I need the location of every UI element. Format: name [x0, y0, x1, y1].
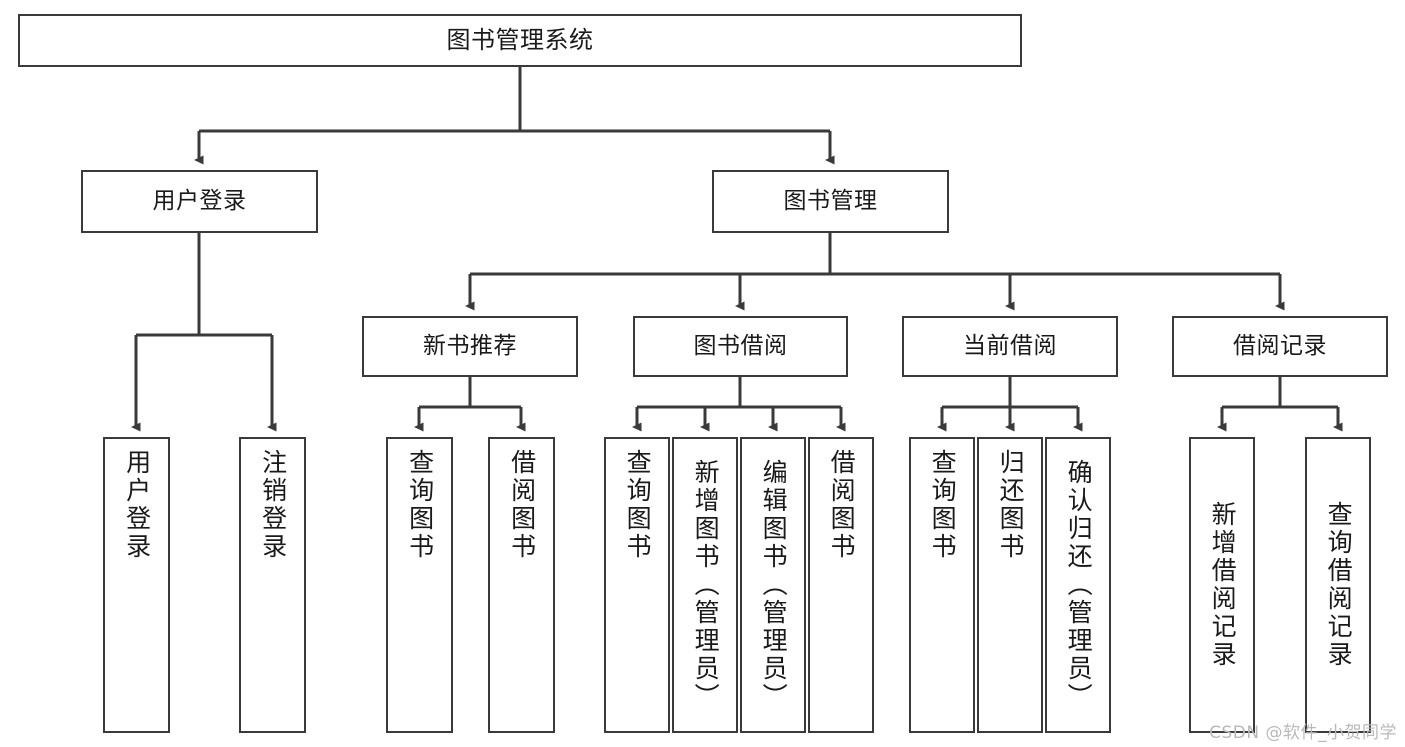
leaf-current-borrow-confirm-return-admin[interactable]: 确认归还（管理员） [1045, 437, 1111, 733]
leaf-borrow-record-query-record[interactable]: 查询借阅记录 [1305, 437, 1371, 733]
node-label: 归还图书 [996, 449, 1026, 561]
node-label: 当前借阅 [963, 332, 1057, 359]
leaf-user-login-logout[interactable]: 注销登录 [239, 437, 306, 733]
node-label: 新增借阅记录 [1208, 501, 1238, 669]
node-label: 注销登录 [258, 449, 288, 561]
leaf-book-borrow-query-book[interactable]: 查询图书 [604, 437, 670, 733]
node-label: 图书借阅 [693, 332, 788, 359]
node-new-book-recommend[interactable]: 新书推荐 [362, 316, 578, 377]
leaf-book-borrow-edit-book-admin[interactable]: 编辑图书（管理员） [740, 437, 806, 733]
leaf-borrow-record-add-record[interactable]: 新增借阅记录 [1189, 437, 1255, 733]
node-user-login[interactable]: 用户登录 [81, 170, 318, 233]
node-label: 借阅记录 [1233, 332, 1327, 359]
node-label: 用户登录 [152, 187, 247, 214]
node-label: 确认归还（管理员） [1064, 459, 1094, 711]
node-root-book-management-system[interactable]: 图书管理系统 [18, 14, 1022, 67]
node-label: 查询借阅记录 [1324, 501, 1354, 669]
csdn-watermark: CSDN @软件_小贺同学 [1209, 723, 1397, 743]
leaf-current-borrow-query-book[interactable]: 查询图书 [909, 437, 975, 733]
node-label: 编辑图书（管理员） [759, 459, 789, 711]
leaf-new-book-query-book[interactable]: 查询图书 [386, 437, 453, 733]
leaf-new-book-borrow-book[interactable]: 借阅图书 [488, 437, 555, 733]
node-label: 新增图书（管理员） [691, 459, 721, 711]
leaf-book-borrow-add-book-admin[interactable]: 新增图书（管理员） [672, 437, 738, 733]
node-label: 借阅图书 [507, 449, 537, 561]
node-label: 新书推荐 [423, 332, 517, 359]
leaf-book-borrow-borrow-book[interactable]: 借阅图书 [808, 437, 874, 733]
node-label: 用户登录 [122, 449, 152, 561]
node-label: 查询图书 [623, 449, 653, 561]
node-label: 图书管理 [783, 187, 878, 214]
node-current-borrow[interactable]: 当前借阅 [902, 316, 1118, 377]
node-label: 查询图书 [928, 449, 958, 561]
node-book-borrow[interactable]: 图书借阅 [633, 316, 848, 377]
leaf-current-borrow-return-book[interactable]: 归还图书 [977, 437, 1043, 733]
node-book-management[interactable]: 图书管理 [712, 170, 949, 233]
node-borrow-record[interactable]: 借阅记录 [1172, 316, 1388, 377]
leaf-user-login-login[interactable]: 用户登录 [103, 437, 170, 733]
node-label: 借阅图书 [827, 449, 857, 561]
node-label: 查询图书 [405, 449, 435, 561]
node-label: 图书管理系统 [446, 26, 594, 55]
